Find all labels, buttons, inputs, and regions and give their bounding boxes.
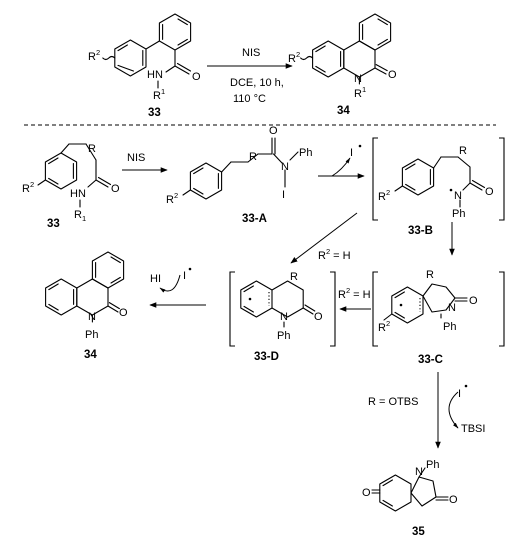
reaction-arrow-b-to-d [290,212,358,264]
condition-temperature: 110 °C [233,93,266,105]
intermediate-33-b [394,156,486,208]
compound-34-phenanthridinone [300,13,392,85]
condition-r2-h: R2 = H [318,247,351,262]
atom-o: O [119,307,128,319]
atom-o: O [449,494,458,506]
atom-hn: HN [147,69,163,81]
atom-hn: HN [70,188,86,200]
phenyl-group: Ph [443,321,456,333]
intermediate-33-d-cyclohexadienyl-radical [240,280,316,328]
atom-o: O [485,186,494,198]
phenyl-group: Ph [452,208,465,220]
atom-i: I [282,189,285,201]
r2-substituent: R2 [288,50,300,65]
r1-substituent: R1 [153,87,165,102]
atom-n: N [354,73,362,85]
product-35-azaspirodienone [371,467,449,512]
r2-substituent: R2 [88,48,100,63]
r-substituent: R [249,151,257,163]
r-substituent: R [88,143,96,155]
compound-label-34: 34 [337,105,350,117]
atom-n: N [281,161,289,173]
product-label-35: 35 [412,526,425,538]
phenyl-group: Ph [299,147,312,159]
intermediate-label-33-b: 33-B [408,225,433,237]
r2-substituent: R2 [22,180,34,195]
iodine-radical: I [458,388,461,400]
iodine-radical: I [183,270,186,282]
intermediate-label-33-c: 33-C [418,354,443,366]
atom-o: O [362,487,371,499]
intermediate-label-33-d: 33-D [254,351,279,363]
compound-label-33: 33 [148,107,161,119]
phenyl-group: Ph [426,459,439,471]
r-substituent: R [426,269,434,281]
atom-n: N [88,311,96,323]
r2-substituent: R2 [378,319,390,334]
intermediate-33-c-spiro-radical [383,283,468,324]
atom-o: O [314,311,323,323]
atom-o: O [269,125,278,137]
condition-r-otbs: R = OTBS [368,396,418,408]
phenyl-group: Ph [277,330,290,342]
atom-n: N [280,311,288,323]
product-label-34: 34 [84,349,97,361]
condition-r2-h: R2 = H [338,286,371,301]
intermediate-label-33-a: 33-A [242,213,267,225]
reagent-nis: NIS [127,152,145,164]
atom-o: O [192,71,201,83]
r1-substituent: R1 [354,85,366,100]
compound-33-phenylpropanamide [37,143,112,190]
r-substituent: R [459,145,467,157]
compound-label-33: 33 [47,218,60,230]
phenyl-group: Ph [85,329,98,341]
r1-substituent: R1 [74,209,86,223]
hydrogen-iodide: HI [150,273,161,285]
tbsi: TBSI [461,423,485,435]
compound-33-biaryl-amide [102,13,192,77]
intermediate-33-a [182,137,299,200]
iodine-radical: I [350,147,353,159]
atom-n: N [448,302,456,314]
atom-n: N [415,466,423,478]
product-34-phenanthridinone [45,251,125,323]
atom-n-radical: N [454,190,462,202]
atom-o: O [469,295,478,307]
r-substituent: R [290,271,298,283]
atom-o: O [388,69,397,81]
atom-o: O [111,183,120,195]
reagent-nis: NIS [242,47,260,59]
condition-solvent-time: DCE, 10 h, [230,77,284,89]
r2-substituent: R2 [378,188,390,203]
r2-substituent: R2 [166,191,178,206]
